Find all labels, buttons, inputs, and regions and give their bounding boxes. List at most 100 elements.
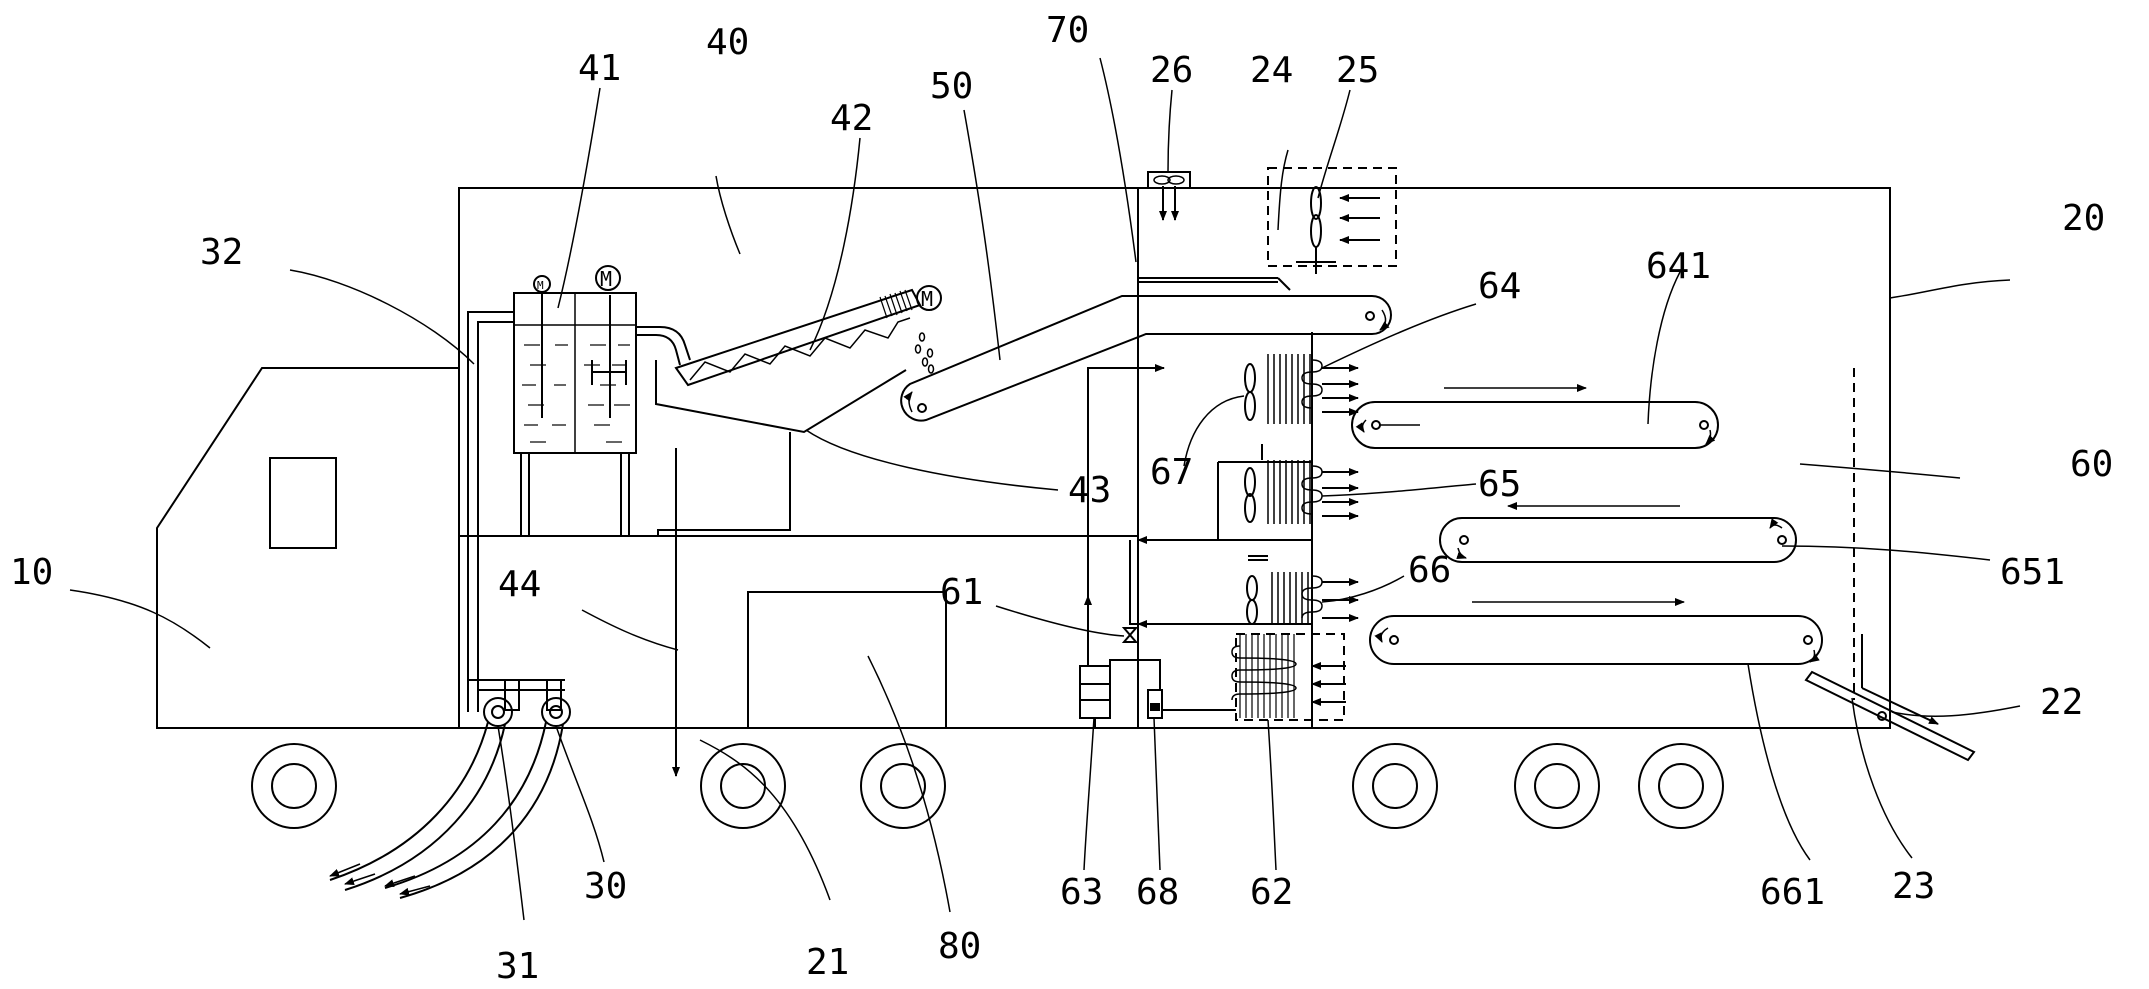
leader-641	[1647, 271, 1681, 425]
label-641: 641	[1646, 246, 1711, 287]
refrigerant-circuit	[1079, 364, 1312, 728]
label-67: 67	[1150, 452, 1193, 493]
label-21: 21	[806, 942, 849, 983]
leader-10	[69, 589, 211, 649]
label-65: 65	[1478, 464, 1521, 505]
leader-23	[1851, 697, 1913, 859]
leader-22	[1891, 705, 2021, 717]
dust-filter-unit	[1267, 167, 1397, 274]
leader-20	[1889, 279, 2011, 299]
screw-conveyor: M	[655, 285, 942, 777]
expansion-valve	[1121, 627, 1139, 643]
leader-44	[581, 609, 679, 651]
truck-cab	[156, 367, 459, 729]
label-23: 23	[1892, 866, 1935, 907]
suction-pump-left	[483, 697, 513, 727]
label-68: 68	[1136, 872, 1179, 913]
label-10: 10	[10, 552, 53, 593]
filter-drier	[1147, 689, 1163, 719]
label-50: 50	[930, 66, 973, 107]
leader-61	[995, 605, 1125, 637]
leader-42	[809, 137, 861, 351]
leader-661	[1747, 663, 1811, 861]
motor-large-label: M	[600, 267, 612, 291]
drying-belt-661	[1369, 598, 1823, 665]
wheel-5	[1514, 743, 1600, 829]
wheels	[251, 743, 1724, 829]
motor-auger-label: M	[921, 287, 933, 311]
leader-41	[557, 87, 601, 309]
leader-40	[715, 175, 741, 255]
condenser	[1231, 633, 1346, 721]
belt-conveyor-50	[900, 295, 1392, 422]
reference-labels: 10 20 21 22 23 24 25 26 30 31 32 40 41 4…	[10, 10, 2113, 987]
vehicle-body	[458, 187, 1939, 729]
label-63: 63	[1060, 872, 1103, 913]
label-61: 61	[940, 572, 983, 613]
leader-62	[1267, 719, 1277, 871]
wheel-1	[251, 743, 337, 829]
discharge-particles	[914, 332, 935, 374]
leader-80	[867, 655, 951, 913]
label-22: 22	[2040, 682, 2083, 723]
label-40: 40	[706, 22, 749, 63]
suction-hose-left	[329, 721, 489, 881]
motor-small-icon	[533, 275, 551, 293]
suction-pump-right	[541, 697, 571, 727]
leader-21	[699, 739, 831, 901]
suction-unit	[329, 311, 571, 899]
label-70: 70	[1046, 10, 1089, 51]
heat-exchanger-64	[1244, 354, 1359, 424]
leader-50	[963, 109, 1001, 361]
label-24: 24	[1250, 50, 1293, 91]
motor-large-icon	[595, 265, 621, 291]
heat-exchanger-65	[1244, 460, 1359, 524]
wheel-2	[700, 743, 786, 829]
suction-hose-right	[384, 721, 547, 889]
leader-63	[1083, 717, 1095, 871]
supply-line	[1087, 367, 1164, 666]
label-64: 64	[1478, 266, 1521, 307]
motor-small-label: M	[537, 279, 544, 292]
separation-tank: M M	[513, 265, 691, 536]
leader-64	[1321, 303, 1477, 369]
wheel-4	[1352, 743, 1438, 829]
label-651: 651	[2000, 552, 2065, 593]
label-44: 44	[498, 564, 541, 605]
leader-30	[555, 725, 605, 863]
label-25: 25	[1336, 50, 1379, 91]
hopper	[655, 360, 907, 434]
leader-32	[289, 269, 475, 365]
leader-31	[497, 725, 525, 921]
leader-26	[1167, 89, 1173, 173]
drying-belt-641	[1351, 384, 1719, 449]
label-42: 42	[830, 98, 873, 139]
leader-70	[1099, 57, 1137, 263]
generator-box	[747, 591, 947, 729]
leader-43	[805, 429, 1059, 491]
leader-24	[1277, 149, 1289, 231]
compressor	[1079, 665, 1111, 719]
label-661: 661	[1760, 872, 1825, 913]
wheel-6	[1638, 743, 1724, 829]
discharge-plate	[1804, 670, 1976, 762]
feed-chute	[1138, 277, 1291, 291]
label-20: 20	[2062, 198, 2105, 239]
label-26: 26	[1150, 50, 1193, 91]
heat-exchanger-66	[1246, 572, 1359, 625]
label-66: 66	[1408, 550, 1451, 591]
motor-auger-icon	[916, 285, 942, 311]
leader-65	[1321, 483, 1477, 497]
leader-60	[1799, 463, 1961, 479]
leader-lines	[69, 57, 2021, 921]
drying-belt-651	[1439, 502, 1797, 563]
cab-window	[269, 457, 337, 549]
label-32: 32	[200, 232, 243, 273]
label-60: 60	[2070, 444, 2113, 485]
wheel-3	[860, 743, 946, 829]
leader-66	[1321, 575, 1405, 603]
label-43: 43	[1068, 470, 1111, 511]
leader-67	[1183, 395, 1245, 467]
